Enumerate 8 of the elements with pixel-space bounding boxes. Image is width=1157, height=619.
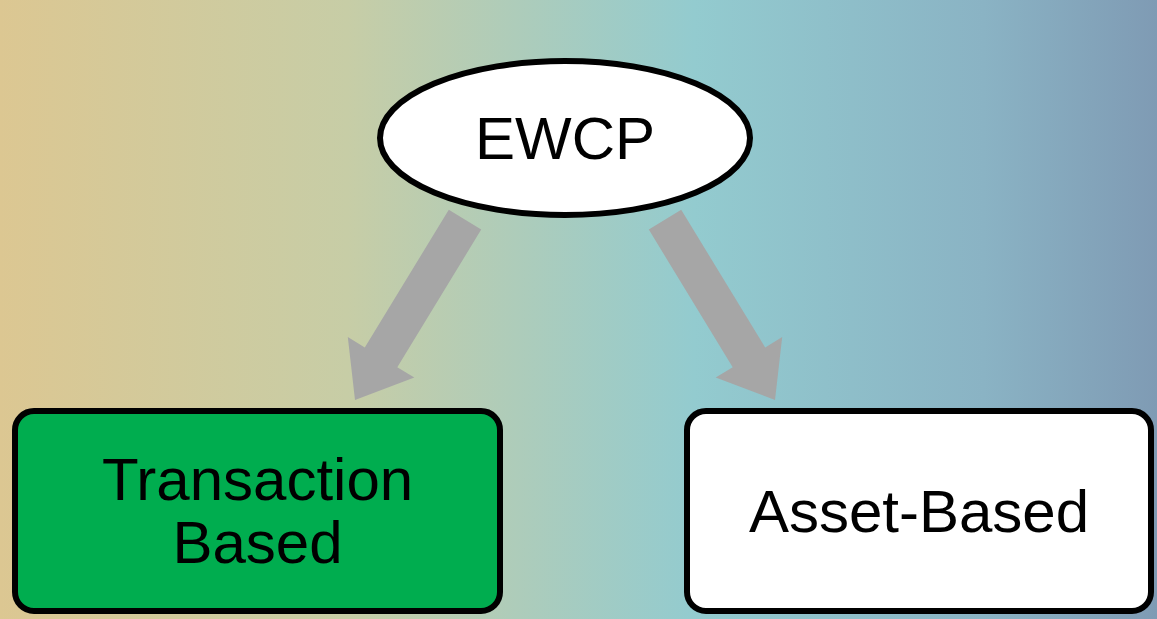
block-arrow — [648, 209, 783, 400]
process-box — [12, 408, 503, 614]
block-arrow — [347, 209, 482, 400]
process-box — [684, 408, 1154, 614]
ellipse-node — [377, 58, 753, 218]
node-label: Transaction Based — [100, 448, 415, 574]
node-label: EWCP — [475, 106, 655, 170]
node-label: Asset-Based — [748, 479, 1090, 543]
